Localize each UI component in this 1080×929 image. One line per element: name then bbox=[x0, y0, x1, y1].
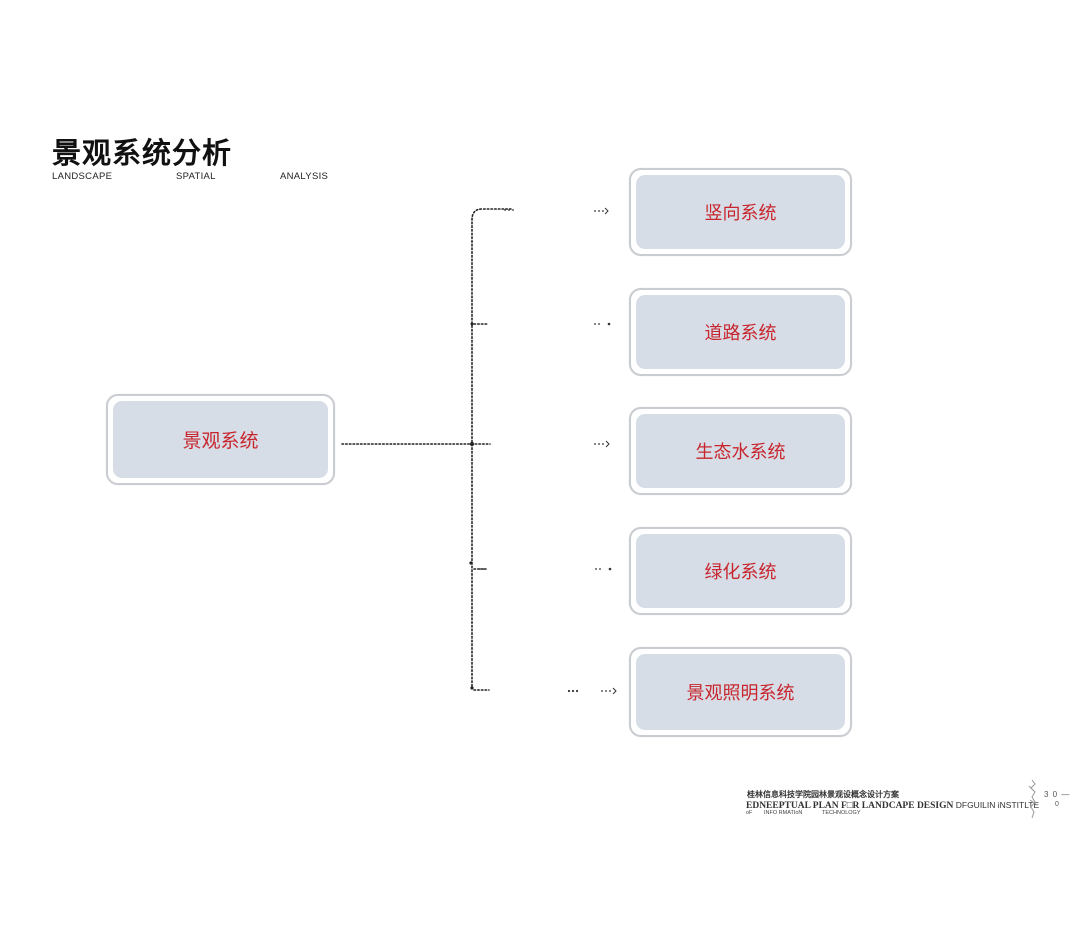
subtitle-word-landscape: LANDSCAPE bbox=[52, 171, 113, 182]
arrow-head-5 bbox=[612, 687, 617, 695]
page-subtitle: LANDSCAPE SPATIAL ANALYSIS bbox=[52, 171, 352, 183]
footer-small-line: oF INFO RMATIoN TECHNOLOGY bbox=[746, 810, 946, 818]
child-node-label: 景观照明系统 bbox=[636, 654, 845, 730]
footer-small-word: INFO RMATIoN bbox=[764, 810, 803, 816]
footer-small-word: oF bbox=[746, 810, 753, 816]
branch-dot-2 bbox=[470, 322, 474, 326]
page-number: 3 0 — bbox=[1044, 790, 1071, 799]
page-corner-mark bbox=[1028, 779, 1037, 819]
arrow-head-1 bbox=[604, 207, 609, 215]
child-node-label: 道路系统 bbox=[636, 295, 845, 369]
footer-english-light: DFGUILIN iNSTITLTE bbox=[953, 800, 1040, 810]
child-node-greening-system: 绿化系统 bbox=[629, 527, 852, 615]
root-node-landscape-system: 景观系统 bbox=[106, 394, 335, 485]
child-node-ecological-water-system: 生态水系统 bbox=[629, 407, 852, 495]
footer-small-word: TECHNOLOGY bbox=[822, 810, 861, 816]
subtitle-word-spatial: SPATIAL bbox=[176, 171, 216, 182]
page-number-line-2: 0 bbox=[1055, 801, 1059, 808]
child-node-road-system: 道路系统 bbox=[629, 288, 852, 376]
child-node-vertical-system: 竖向系统 bbox=[629, 168, 852, 256]
root-node-label: 景观系统 bbox=[113, 401, 328, 478]
footer-english-bold: EDNEEPTUAL PLAN F□R LANDCAPE DESIGN bbox=[746, 801, 954, 811]
trunk-connector bbox=[471, 208, 512, 689]
branch-dot-5 bbox=[470, 686, 474, 690]
child-node-label: 竖向系统 bbox=[636, 175, 845, 249]
page-title: 景观系统分析 bbox=[52, 136, 233, 170]
footer-chinese-line: 桂林信息科技学院园林景观设概念设计方案 bbox=[747, 789, 899, 799]
subtitle-word-analysis: ANALYSIS bbox=[280, 171, 329, 182]
junction-dot bbox=[470, 442, 474, 446]
branch-dot-4 bbox=[469, 561, 473, 565]
footer-english-line: EDNEEPTUAL PLAN F□R LANDCAPE DESIGN DFGU… bbox=[746, 800, 1039, 811]
child-node-label: 绿化系统 bbox=[636, 534, 845, 608]
arrow-head-3 bbox=[605, 440, 610, 448]
child-node-landscape-lighting-system: 景观照明系统 bbox=[629, 647, 852, 737]
child-node-label: 生态水系统 bbox=[636, 414, 845, 488]
